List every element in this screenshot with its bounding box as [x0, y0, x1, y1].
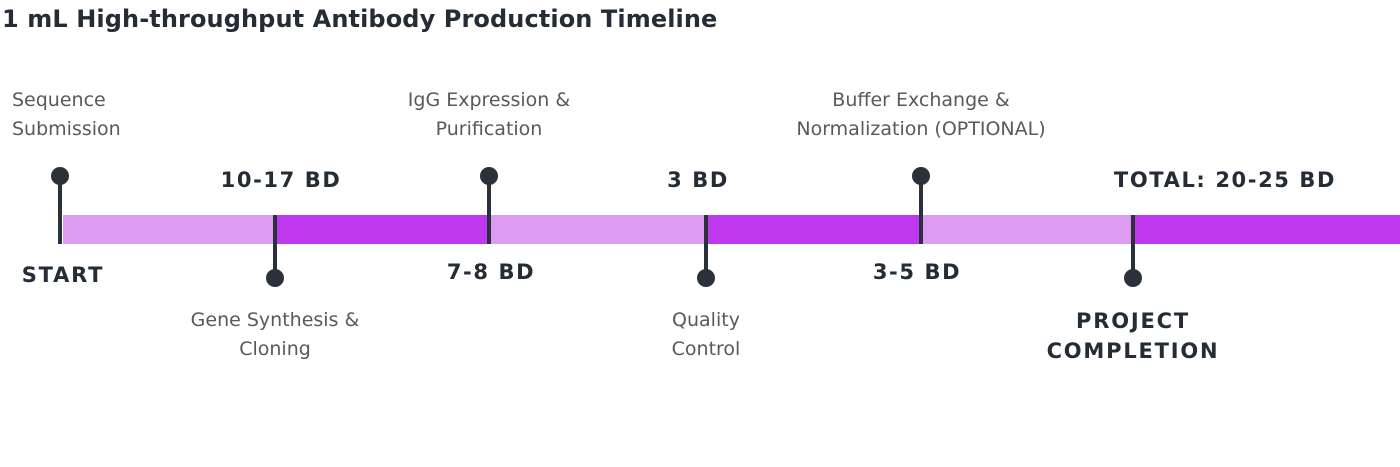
chart-title: 1 mL High-throughput Antibody Production…: [2, 5, 718, 33]
timeline-segment-5: [921, 215, 1133, 244]
marker-dot-icon[interactable]: [1124, 269, 1142, 287]
duration-label-duration-3: 3 BD: [667, 168, 729, 192]
endpoint-label-project-completion: PROJECT COMPLETION: [1046, 309, 1220, 363]
timeline-segment-6: [1133, 215, 1400, 244]
marker-stem-icon: [1131, 215, 1135, 278]
duration-label-duration-total: TOTAL: 20-25 BD: [1113, 168, 1337, 192]
stage-label-quality-control: Quality Control: [671, 309, 741, 360]
stage-label-buffer-exchange-normalization: Buffer Exchange & Normalization (OPTIONA…: [796, 89, 1046, 140]
duration-label-duration-1: 10-17 BD: [220, 168, 342, 192]
timeline-segment-2: [275, 215, 489, 244]
timeline-segment-1: [63, 215, 275, 244]
marker-stem-icon: [919, 177, 923, 244]
duration-label-duration-2: 7-8 BD: [446, 260, 536, 284]
marker-stem-icon: [273, 215, 277, 278]
marker-dot-icon[interactable]: [697, 269, 715, 287]
timeline-segment-3: [489, 215, 706, 244]
marker-dot-icon[interactable]: [480, 167, 498, 185]
marker-dot-icon[interactable]: [912, 167, 930, 185]
timeline-bar: [63, 215, 1400, 244]
marker-dot-icon[interactable]: [51, 167, 69, 185]
marker-dot-icon[interactable]: [266, 269, 284, 287]
marker-stem-icon: [704, 215, 708, 278]
duration-label-duration-4: 3-5 BD: [872, 260, 962, 284]
endpoint-label-start: START: [21, 263, 105, 287]
stage-label-sequence-submission: Sequence Submission: [12, 89, 121, 140]
stage-label-gene-synthesis-cloning: Gene Synthesis & Cloning: [190, 309, 360, 360]
marker-stem-icon: [487, 177, 491, 244]
marker-stem-icon: [58, 177, 62, 244]
stage-label-igg-expression-purification: IgG Expression & Purification: [407, 89, 571, 140]
timeline-segment-4: [706, 215, 921, 244]
